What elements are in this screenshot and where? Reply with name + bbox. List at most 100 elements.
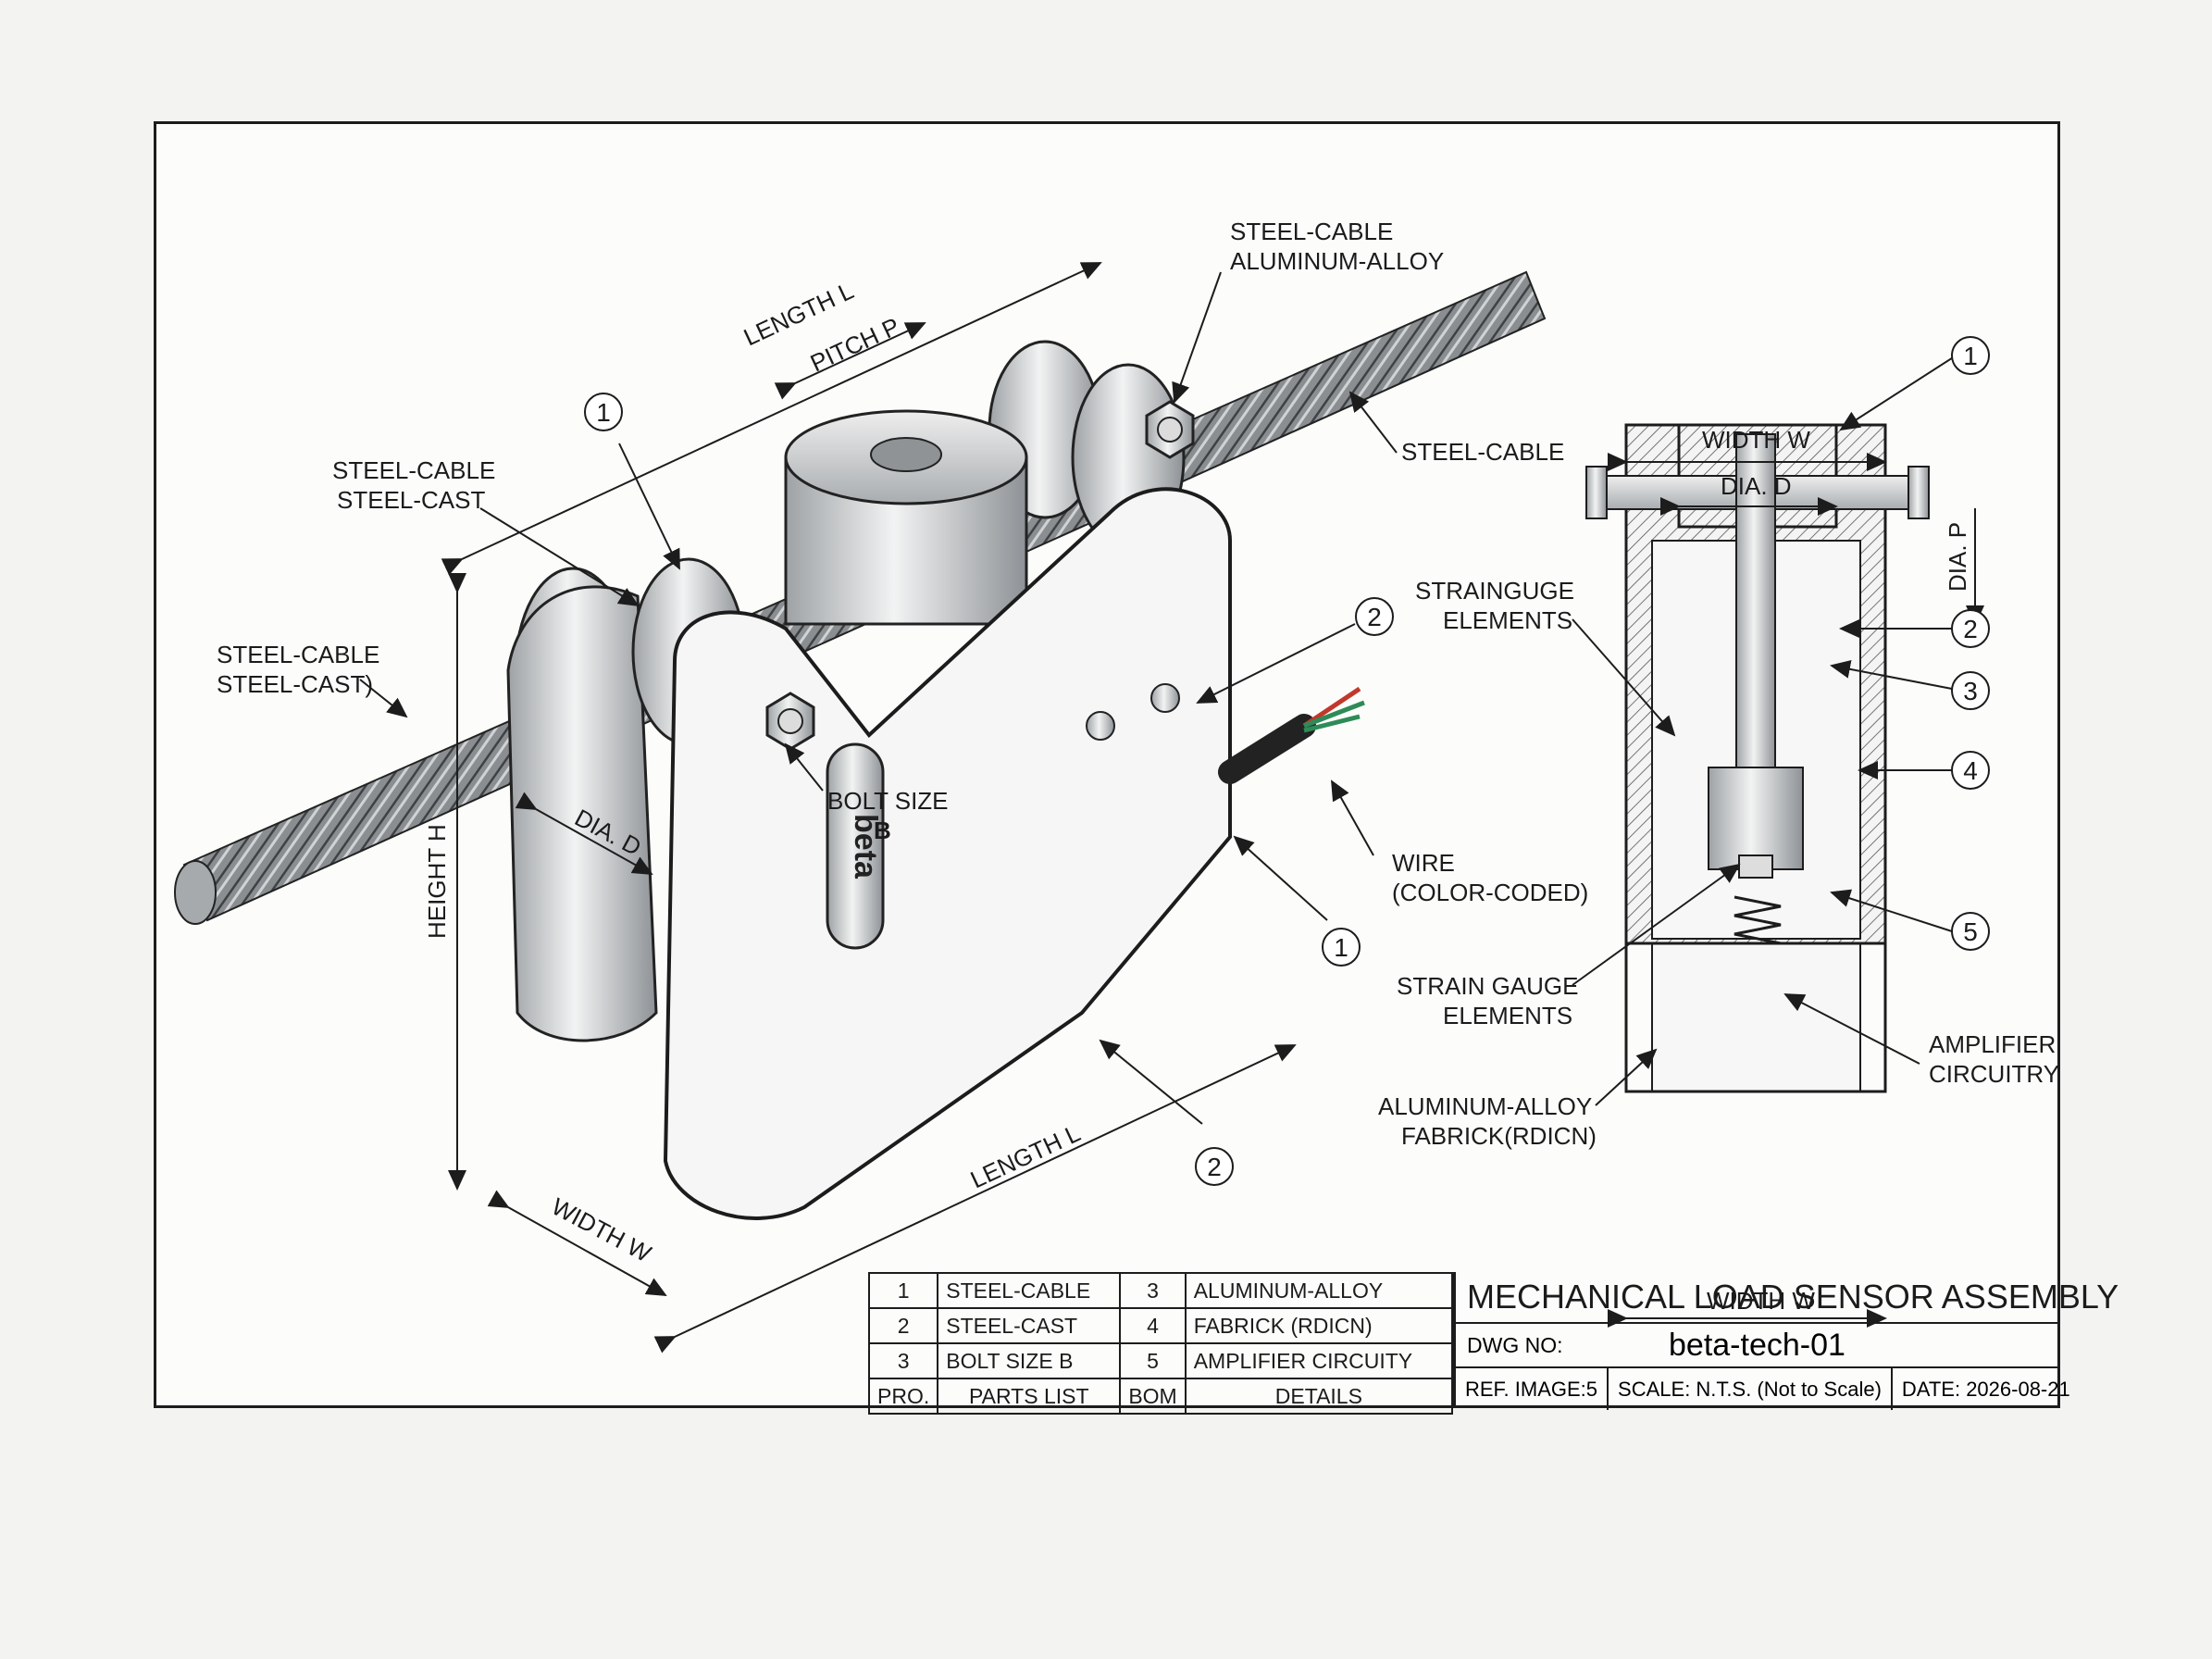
callout-wire-a: WIRE bbox=[1392, 849, 1455, 877]
bom-no: 5 bbox=[1119, 1342, 1187, 1379]
dim-line-pitch bbox=[774, 322, 926, 400]
drawing-sheet: beta LENGTH L PITCH P HEIGHT H DIA. D WI… bbox=[154, 121, 2119, 1415]
leader-amp bbox=[1783, 993, 1920, 1065]
screw-2 bbox=[1150, 683, 1180, 713]
sec-balloon-4: 4 bbox=[1858, 751, 1990, 790]
dwg-no-value: beta-tech-01 bbox=[1669, 1328, 1845, 1363]
sec-dim-dia-d: DIA. D bbox=[1721, 472, 1792, 500]
dim-length-bottom: LENGTH L bbox=[966, 1119, 1085, 1194]
part-name: BOLT SIZE B bbox=[937, 1342, 1122, 1379]
callout-left-1a: STEEL-CABLE bbox=[332, 456, 495, 484]
balloon-iso-1b-text: 1 bbox=[1334, 933, 1348, 962]
dim-line-dia bbox=[515, 792, 653, 875]
section-bolt-head-left bbox=[1585, 466, 1608, 519]
cable-end bbox=[174, 860, 217, 925]
scale: SCALE: N.T.S. (Not to Scale) bbox=[1609, 1368, 1893, 1410]
leader-left-2 bbox=[359, 679, 408, 718]
title-block: 1 STEEL-CABLE 3 ALUMINUM-ALLOY 2 STEEL-C… bbox=[867, 1272, 2119, 1415]
dim-height: HEIGHT H bbox=[423, 824, 451, 939]
table-row: 2 STEEL-CAST 4 FABRICK (RDICN) bbox=[867, 1307, 1454, 1344]
balloon-iso-2a-text: 2 bbox=[1367, 603, 1382, 631]
balloon-iso-1a: 1 bbox=[584, 393, 680, 570]
sec-balloon-2: 2 bbox=[1839, 609, 1990, 648]
callout-gauge-a: STRAINGUGE bbox=[1415, 577, 1574, 605]
sec-balloon-5-text: 5 bbox=[1963, 917, 1978, 946]
sec-dim-width-top: WIDTH W bbox=[1702, 426, 1810, 454]
header-part: PARTS LIST bbox=[937, 1378, 1122, 1415]
sec-dim-dia-p: DIA. P bbox=[1944, 522, 1971, 592]
sec-balloon-1: 1 bbox=[1839, 336, 1990, 431]
dim-line-width bbox=[487, 1190, 667, 1296]
callout-alloy-a: ALUMINUM-ALLOY bbox=[1378, 1092, 1592, 1120]
header-no: PRO. bbox=[867, 1378, 939, 1415]
wire-green bbox=[1303, 700, 1365, 729]
sec-balloon-4-text: 4 bbox=[1963, 756, 1978, 785]
callout-left-1b: STEEL-CAST bbox=[337, 486, 485, 514]
callout-bolt-a: BOLT SIZE bbox=[827, 787, 949, 815]
sec-dim-width-bottom: WIDTH W bbox=[1707, 1287, 1815, 1315]
part-name: STEEL-CAST bbox=[937, 1307, 1122, 1344]
section-shaft bbox=[1735, 433, 1776, 805]
callout-right-cable: STEEL-CABLE bbox=[1401, 438, 1564, 466]
leader-right-cable bbox=[1348, 391, 1398, 454]
section-base-wall bbox=[1624, 942, 1887, 1093]
leader-top bbox=[1172, 271, 1222, 404]
dim-line-length-top bbox=[441, 262, 1102, 576]
header-detail: DETAILS bbox=[1184, 1378, 1454, 1415]
balloon-iso-2b-text: 2 bbox=[1207, 1153, 1222, 1181]
balloon-iso-1a-text: 1 bbox=[596, 398, 611, 427]
callout-amp-a: AMPLIFIER bbox=[1929, 1030, 2056, 1058]
part-detail: AMPLIFIER CIRCUITY bbox=[1184, 1342, 1454, 1379]
callout-top-1: STEEL-CABLE bbox=[1230, 218, 1393, 245]
signal-wire bbox=[1218, 714, 1316, 784]
callout-gauge-b: ELEMENTS bbox=[1443, 606, 1572, 634]
ref-image: REF. IMAGE:5 bbox=[1456, 1368, 1609, 1410]
dim-pitch: PITCH P bbox=[806, 312, 904, 378]
section-gauge-chip bbox=[1738, 854, 1773, 879]
balloon-iso-1b: 1 bbox=[1233, 835, 1361, 967]
part-name: STEEL-CABLE bbox=[937, 1272, 1122, 1309]
callout-wire-b: (COLOR-CODED) bbox=[1392, 879, 1588, 906]
bom-no: 4 bbox=[1119, 1307, 1187, 1344]
section-sensor-block bbox=[1708, 767, 1804, 870]
table-row: 3 BOLT SIZE B 5 AMPLIFIER CIRCUITY bbox=[867, 1342, 1454, 1379]
wire-green-2 bbox=[1303, 714, 1361, 733]
table-row: 1 STEEL-CABLE 3 ALUMINUM-ALLOY bbox=[867, 1272, 1454, 1309]
balloon-iso-2a: 2 bbox=[1196, 597, 1394, 704]
isometric-view: beta LENGTH L PITCH P HEIGHT H DIA. D WI… bbox=[174, 218, 1588, 1353]
section-lower-cavity bbox=[1651, 942, 1861, 1092]
table-header-row: PRO. PARTS LIST BOM DETAILS bbox=[867, 1378, 1454, 1415]
brand-plate: beta bbox=[826, 742, 885, 950]
callout-left-2a: STEEL-CABLE bbox=[217, 641, 379, 668]
wire-red bbox=[1302, 686, 1361, 729]
callout-bolt-b: B bbox=[874, 817, 891, 844]
part-detail: ALUMINUM-ALLOY bbox=[1184, 1272, 1454, 1309]
header-bom: BOM bbox=[1119, 1378, 1187, 1415]
spool-hole bbox=[870, 437, 942, 472]
brand-plate-text: beta bbox=[848, 814, 883, 879]
sec-balloon-2-text: 2 bbox=[1963, 615, 1978, 643]
part-detail: FABRICK (RDICN) bbox=[1184, 1307, 1454, 1344]
hex-bolt-left bbox=[765, 692, 815, 751]
section-bolt-head-right bbox=[1908, 466, 1930, 519]
callout-left-2b: STEEL-CAST) bbox=[217, 670, 373, 698]
part-no: 3 bbox=[867, 1342, 939, 1379]
callout-amp-b: CIRCUITRY bbox=[1929, 1060, 2057, 1088]
date: DATE: 2026-08-21 bbox=[1901, 1378, 2070, 1401]
leader-wire bbox=[1331, 780, 1374, 856]
part-no: 1 bbox=[867, 1272, 939, 1309]
screw-1 bbox=[1086, 711, 1115, 741]
drawing-canvas: beta LENGTH L PITCH P HEIGHT H DIA. D WI… bbox=[174, 218, 2057, 1353]
dwg-no-label: DWG NO: bbox=[1467, 1333, 1563, 1357]
part-no: 2 bbox=[867, 1307, 939, 1344]
callout-strain-a: STRAIN GAUGE bbox=[1397, 972, 1578, 1000]
callout-strain-b: ELEMENTS bbox=[1443, 1002, 1572, 1029]
dim-line-length-bottom bbox=[653, 1044, 1297, 1353]
leader-strain bbox=[1572, 863, 1741, 986]
sec-balloon-1-text: 1 bbox=[1963, 342, 1978, 370]
leader-bolt bbox=[784, 742, 824, 792]
callout-top-2: ALUMINUM-ALLOY bbox=[1230, 247, 1444, 275]
sec-balloon-3-text: 3 bbox=[1963, 677, 1978, 705]
sec-balloon-5: 5 bbox=[1830, 889, 1990, 951]
leader-left-1 bbox=[479, 507, 640, 607]
